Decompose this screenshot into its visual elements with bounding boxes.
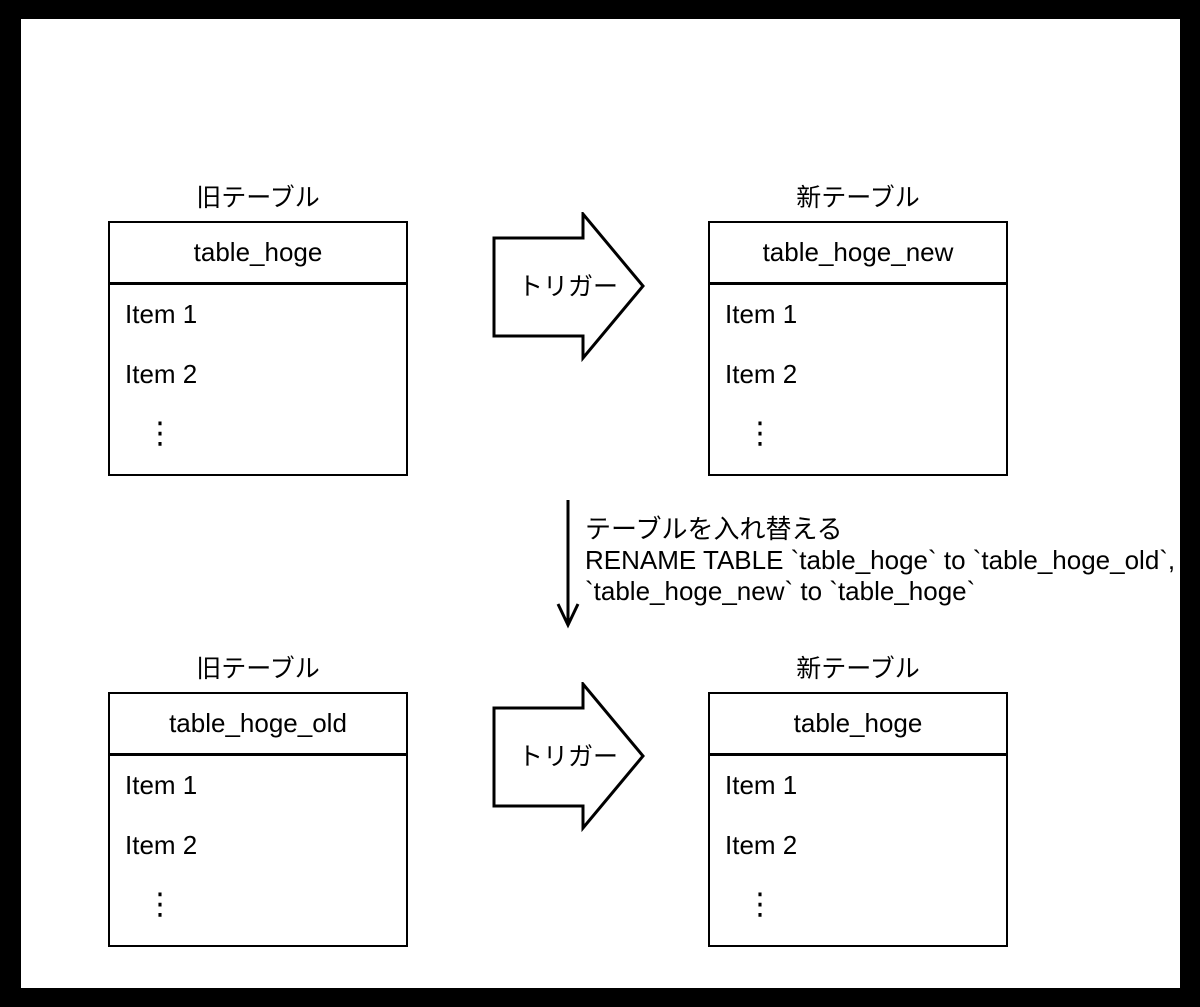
bottom-new-table-figure: 新テーブル table_hoge Item 1 Item 2 ⋮: [708, 654, 1008, 947]
table-item: Item 2: [725, 830, 798, 860]
table-item: Item 1: [125, 299, 198, 329]
bottom-new-table-label: 新テーブル: [796, 655, 920, 683]
transition-line: RENAME TABLE `table_hoge` to `table_hoge…: [585, 545, 1176, 575]
transition-line: `table_hoge_new` to `table_hoge`: [585, 576, 976, 606]
table-item: Item 1: [125, 770, 198, 800]
table-item: Item 2: [125, 830, 198, 860]
table-item: Item 2: [725, 359, 798, 389]
ellipsis: ⋮: [145, 417, 175, 450]
top-old-table-box: table_hoge Item 1 Item 2 ⋮: [108, 221, 408, 476]
top-trigger-label: トリガー: [517, 273, 618, 301]
table-item: Item 1: [725, 770, 798, 800]
table-item: Item 1: [725, 299, 798, 329]
ellipsis: ⋮: [745, 417, 775, 450]
bottom-new-table-box: table_hoge Item 1 Item 2 ⋮: [708, 692, 1008, 947]
bottom-trigger-label: トリガー: [517, 743, 618, 771]
top-old-table-name: table_hoge: [110, 223, 406, 285]
top-new-table-figure: 新テーブル table_hoge_new Item 1 Item 2 ⋮: [708, 183, 1008, 476]
top-old-table-label: 旧テーブル: [196, 184, 320, 212]
top-new-table-box: table_hoge_new Item 1 Item 2 ⋮: [708, 221, 1008, 476]
bottom-old-table-name: table_hoge_old: [110, 694, 406, 756]
ellipsis: ⋮: [745, 888, 775, 921]
bottom-old-table-box: table_hoge_old Item 1 Item 2 ⋮: [108, 692, 408, 947]
bottom-old-table-figure: 旧テーブル table_hoge_old Item 1 Item 2 ⋮: [108, 654, 408, 947]
trigger-arrow-icon: [492, 212, 645, 362]
trigger-arrow-icon: [492, 682, 645, 832]
top-new-table-label: 新テーブル: [796, 184, 920, 212]
table-item: Item 2: [125, 359, 198, 389]
top-old-table-figure: 旧テーブル table_hoge Item 1 Item 2 ⋮: [108, 183, 408, 476]
ellipsis: ⋮: [145, 888, 175, 921]
transition-line: テーブルを入れ替える: [585, 514, 843, 544]
transition-note: テーブルを入れ替える RENAME TABLE `table_hoge` to …: [585, 514, 1175, 607]
bottom-new-table-name: table_hoge: [710, 694, 1006, 756]
bottom-old-table-label: 旧テーブル: [196, 655, 320, 683]
down-arrow-icon: [556, 500, 580, 629]
top-new-table-name: table_hoge_new: [710, 223, 1006, 285]
